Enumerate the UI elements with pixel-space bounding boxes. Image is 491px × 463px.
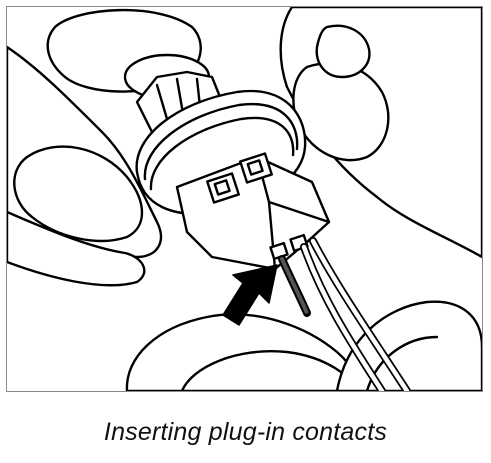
left-finger-lower: [7, 210, 146, 287]
insertion-arrow-icon: [222, 264, 278, 326]
figure-caption: Inserting plug-in contacts: [103, 418, 388, 446]
right-finger-nail: [315, 24, 371, 79]
left-thumb: [13, 145, 144, 243]
plug-contact-illustration: [7, 7, 482, 391]
illustration-frame: [6, 6, 483, 392]
